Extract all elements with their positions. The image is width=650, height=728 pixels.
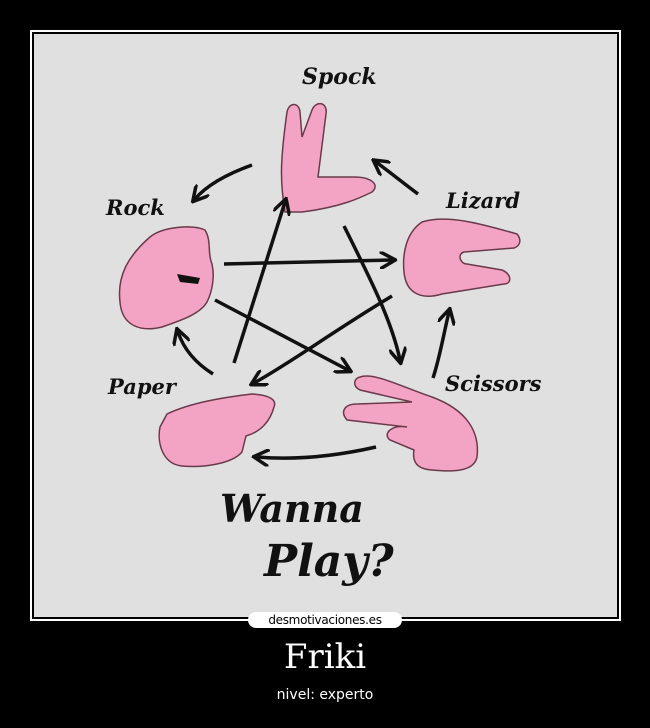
label-wanna: Wanna [220, 486, 364, 531]
label-spock: Spock [302, 64, 377, 90]
label-play: Play? [262, 536, 395, 587]
site-watermark: desmotivaciones.es [248, 612, 402, 628]
spock-hand [280, 102, 376, 213]
label-scissors: Scissors [445, 371, 542, 396]
scissors-hand [342, 375, 479, 472]
rock-hand [118, 226, 214, 330]
label-rock: Rock [105, 195, 165, 220]
paper-hand [158, 393, 276, 468]
poster-frame: Spock Rock Lizard Paper Scissors Wanna P… [30, 30, 621, 621]
rpsls-diagram-image: Spock Rock Lizard Paper Scissors Wanna P… [34, 34, 617, 617]
poster-subtitle: nivel: experto [276, 687, 374, 703]
label-lizard: Lizard [445, 188, 520, 213]
lizard-hand [402, 218, 521, 297]
label-paper: Paper [107, 374, 178, 399]
poster-title: Friki [283, 637, 367, 677]
